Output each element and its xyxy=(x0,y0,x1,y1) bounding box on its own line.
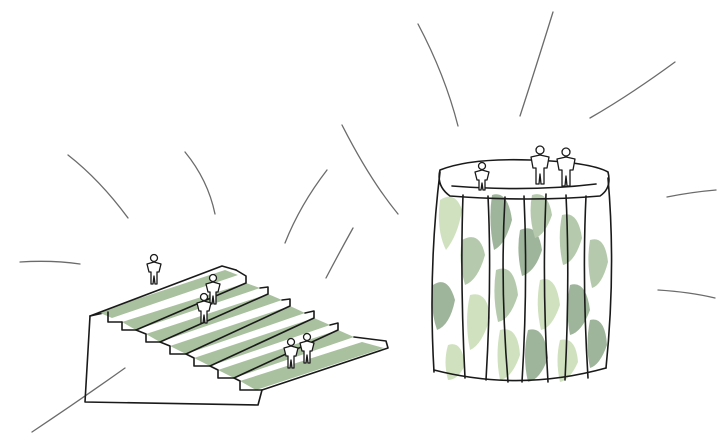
person-figure xyxy=(147,255,161,285)
person-figure xyxy=(475,163,489,191)
stair-treads xyxy=(98,270,384,390)
tower-foliage xyxy=(432,194,608,382)
green-tower xyxy=(432,146,612,382)
stair-structure xyxy=(85,255,388,406)
person-figure xyxy=(557,148,575,186)
people-on-tower xyxy=(475,146,575,190)
person-figure xyxy=(531,146,549,184)
radiating-lines xyxy=(20,12,716,432)
